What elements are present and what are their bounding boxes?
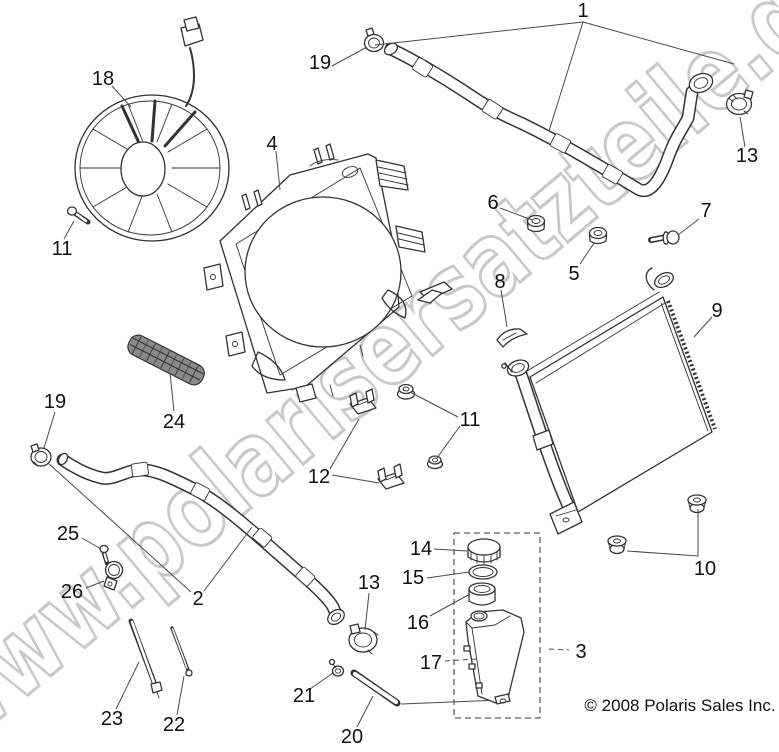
bracket-8 <box>417 289 528 348</box>
callout-15: 15 <box>402 567 424 589</box>
leader-lines <box>43 21 746 728</box>
cooling-fan <box>74 16 230 242</box>
callout-2: 2 <box>192 588 203 610</box>
grommet-right <box>687 494 707 514</box>
rod-23 <box>128 618 163 699</box>
p-clamp-26 <box>103 560 124 591</box>
fan-screw <box>66 206 91 225</box>
rubber-mount-lower <box>377 463 405 490</box>
fan-shroud <box>203 143 453 403</box>
callouts: 1 2 3 4 5 6 7 8 9 10 11 11 12 13 13 14 1… <box>44 0 758 748</box>
callout-7: 7 <box>700 200 711 222</box>
bushing <box>468 582 496 606</box>
callout-10: 10 <box>694 558 716 580</box>
nut-6 <box>526 214 546 233</box>
shroud-clip <box>313 147 323 165</box>
fan-wire <box>185 47 195 107</box>
callout-11-right: 11 <box>460 409 481 431</box>
shroud-mount-tab <box>203 263 224 291</box>
callout-17: 17 <box>420 652 442 674</box>
callout-12: 12 <box>308 466 330 488</box>
hose-clamp-19-left <box>30 443 52 467</box>
callout-4: 4 <box>266 133 277 155</box>
callout-8: 8 <box>494 271 505 293</box>
callout-18: 18 <box>92 68 114 90</box>
callout-11-left: 11 <box>52 238 73 260</box>
radiator <box>501 267 717 535</box>
callout-21: 21 <box>293 685 315 707</box>
o-ring <box>468 564 498 580</box>
radiator-filler-neck <box>654 271 674 289</box>
bottle-cap <box>467 538 501 565</box>
callout-14: 14 <box>410 538 432 560</box>
foam-seal <box>127 334 205 386</box>
grommet-left <box>607 535 627 555</box>
callout-23: 23 <box>101 708 123 730</box>
clamp-21 <box>328 658 345 677</box>
coolant-bottle-assembly <box>453 532 541 719</box>
hose-clamp-19-top <box>363 27 385 53</box>
callout-13-top: 13 <box>736 145 758 167</box>
assembly-box <box>453 532 541 719</box>
callout-9: 9 <box>711 300 722 322</box>
bolt-7 <box>648 230 680 245</box>
callout-24: 24 <box>163 411 185 433</box>
callout-19-left: 19 <box>44 391 66 413</box>
hose-clamp-13-top <box>725 89 754 116</box>
callout-5: 5 <box>568 263 579 285</box>
callout-13-bottom: 13 <box>358 572 380 594</box>
callout-25: 25 <box>57 523 79 545</box>
rod-22 <box>170 626 193 677</box>
callout-19-top: 19 <box>309 52 331 74</box>
hose-clamp-13-bottom <box>348 623 379 655</box>
upper-radiator-hose <box>383 42 714 198</box>
callout-1: 1 <box>577 0 588 22</box>
shroud-rib-block <box>375 159 409 191</box>
radiator-fins <box>666 300 717 430</box>
callout-26: 26 <box>61 581 83 603</box>
nut-5 <box>588 226 608 245</box>
screw-25 <box>99 544 110 566</box>
callout-22: 22 <box>163 714 185 736</box>
flange-nut-upper <box>396 383 416 400</box>
coolant-bottle <box>463 609 525 705</box>
overflow-hose <box>350 669 502 707</box>
flange-nut-lower <box>426 455 444 470</box>
callout-16: 16 <box>407 612 429 634</box>
callout-20: 20 <box>341 726 363 748</box>
hose-end-port <box>327 608 345 626</box>
rubber-mount-upper <box>349 388 377 415</box>
copyright-text: © 2008 Polaris Sales Inc. <box>584 696 775 715</box>
callout-3: 3 <box>575 641 586 663</box>
lower-radiator-hose <box>56 452 345 626</box>
hose-port <box>688 72 714 94</box>
callout-6: 6 <box>487 192 498 214</box>
